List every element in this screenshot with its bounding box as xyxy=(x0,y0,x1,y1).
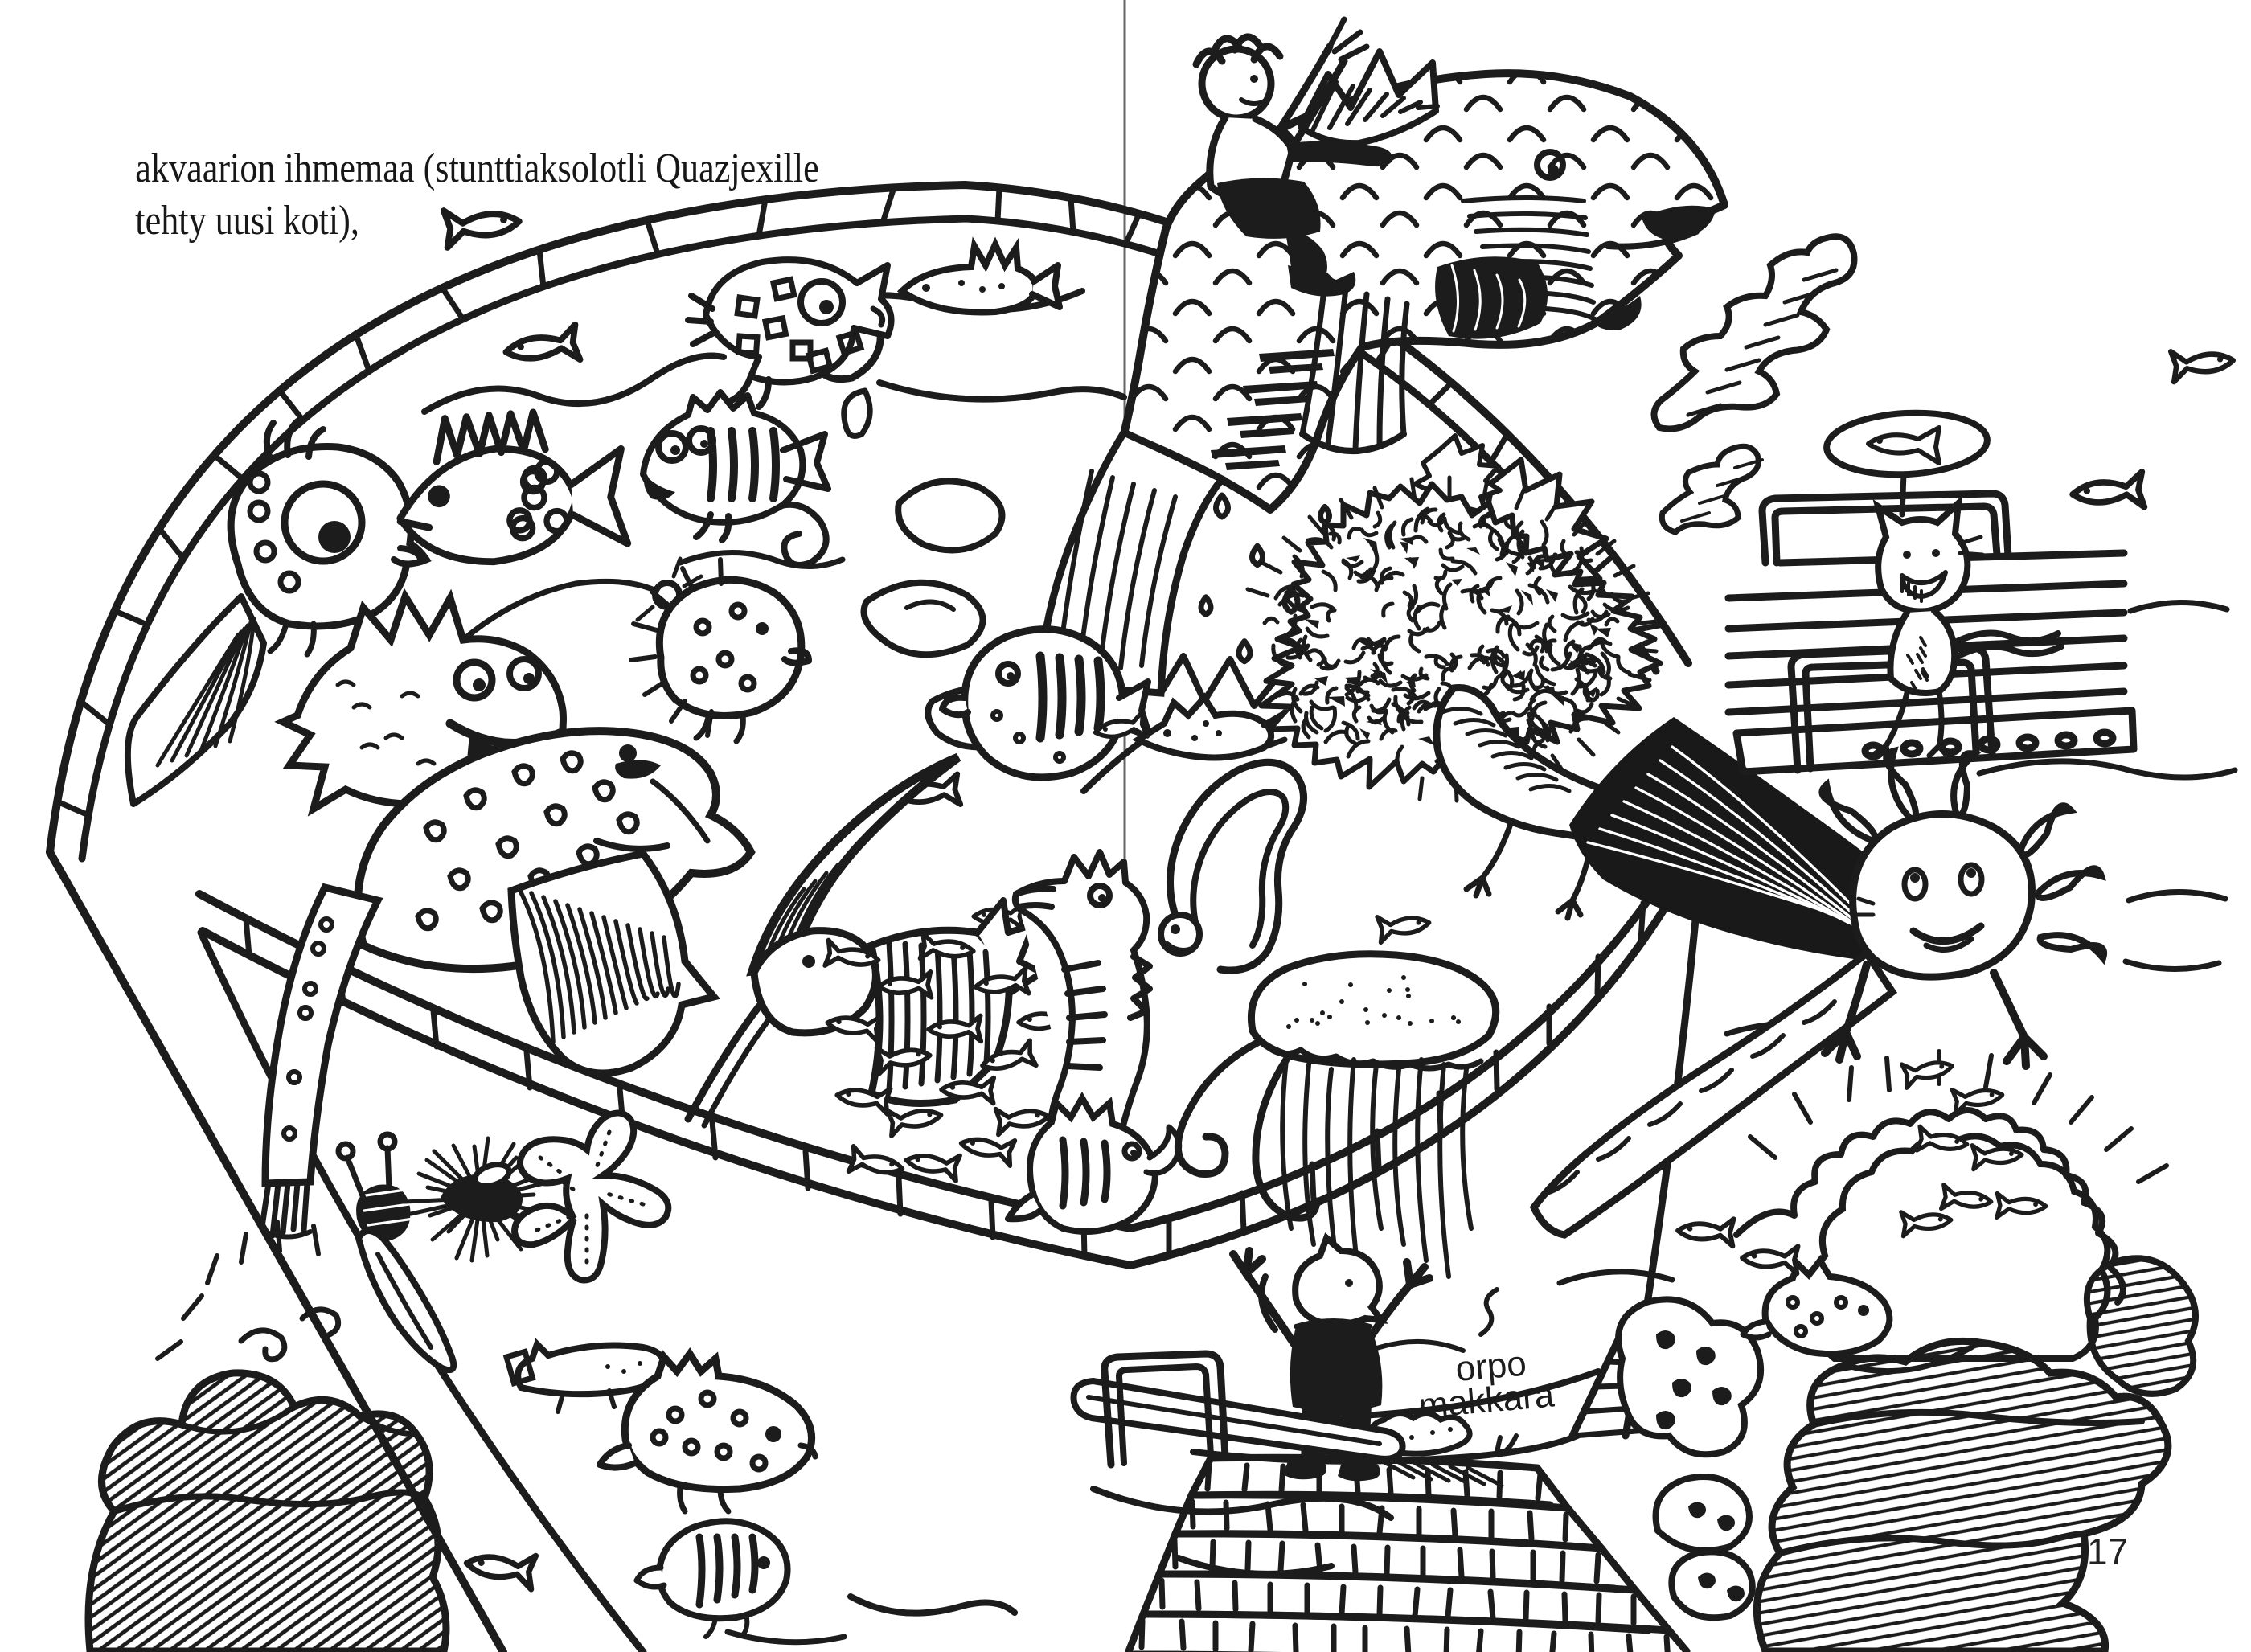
svg-text:tehty uusi koti),: tehty uusi koti), xyxy=(135,198,359,244)
svg-text:17: 17 xyxy=(2087,1531,2128,1572)
svg-text:orpo: orpo xyxy=(1454,1343,1528,1388)
svg-text:akvaarion ihmemaa (stunttiakso: akvaarion ihmemaa (stunttiaksolotli Quaz… xyxy=(135,146,818,191)
